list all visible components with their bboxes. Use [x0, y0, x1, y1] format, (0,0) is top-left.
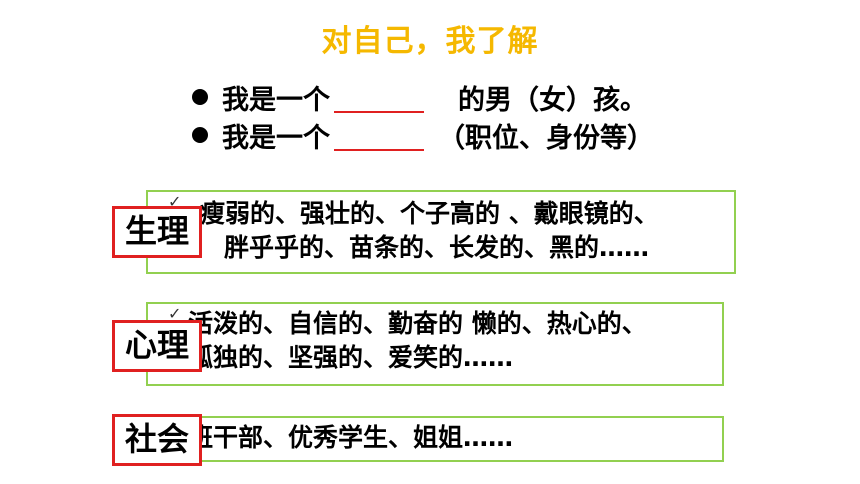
checkmark-icon: ✓ [168, 304, 182, 323]
section-physical-line-2: 胖乎乎的、苗条的、长发的、黑的…… [224, 233, 650, 262]
bullet-line-1: 我是一个 的男（女）孩。 [192, 78, 647, 117]
page-title: 对自己，我了解 [321, 24, 539, 59]
section-physical-line-1: 瘦弱的、强壮的、个子高的 、戴眼镜的、 [200, 199, 659, 228]
bullet-prefix: 我是一个 [222, 123, 330, 154]
bullet-icon [192, 127, 208, 143]
blank-line [334, 85, 424, 113]
bullet-icon [192, 89, 208, 105]
section-psychological-box [146, 302, 724, 386]
section-social-line-1: 班干部、优秀学生、姐姐…… [188, 423, 514, 452]
section-label-physical: 生理 [112, 206, 202, 258]
section-label-psychological: 心理 [112, 320, 202, 372]
section-psychological-line-1: 活泼的、自信的、勤奋的 懒的、热心的、 [188, 309, 647, 338]
section-label-social: 社会 [112, 414, 202, 466]
section-social-box [146, 416, 724, 462]
bullet-suffix: 的男（女）孩。 [458, 85, 647, 116]
blank-line [334, 123, 424, 151]
bullet-prefix: 我是一个 [222, 85, 330, 116]
bullet-line-2: 我是一个 （职位、身份等） [192, 116, 654, 155]
section-psychological-line-2: 孤独的、坚强的、爱笑的…… [188, 343, 514, 372]
bullet-suffix: （职位、身份等） [438, 123, 654, 154]
section-physical-box [146, 190, 736, 274]
